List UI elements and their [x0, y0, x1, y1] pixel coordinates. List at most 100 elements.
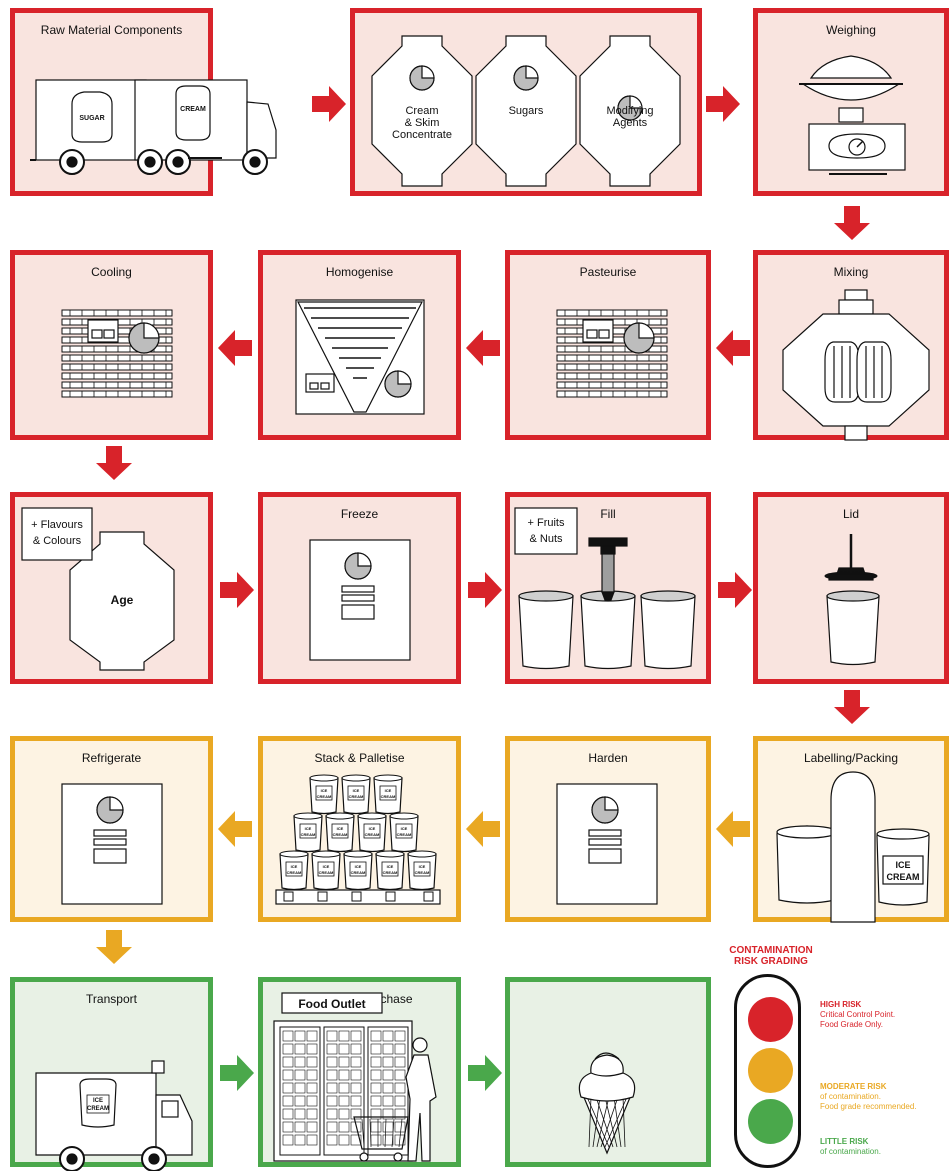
- pack-label: CREAM: [887, 872, 920, 882]
- legend-level-detail: Critical Control Point.: [820, 1010, 896, 1019]
- scale-icon: [799, 55, 906, 175]
- dial-icon: [623, 322, 655, 354]
- step-illustration: Food Outlet: [273, 992, 437, 1162]
- step-illustration: [799, 55, 906, 175]
- step-homogenise: Homogenise: [258, 250, 461, 440]
- note-label: & Colours: [33, 535, 82, 547]
- filler-icon: + Fruits & Nuts: [514, 507, 696, 670]
- flow-arrow-icon: [834, 206, 870, 240]
- flow-arrow-icon: [220, 1055, 254, 1091]
- silo-label: Sugars: [509, 105, 544, 117]
- step-mixing: Mixing: [753, 250, 949, 441]
- silo-label: Cream: [405, 105, 438, 117]
- flow-arrow-icon: [96, 446, 132, 480]
- flow-arrow-icon: [716, 330, 750, 366]
- tub-label: CREAM: [319, 870, 334, 875]
- tub-label: ICE: [321, 788, 328, 793]
- step-illustration: ICECREAMICECREAMICECREAMICECREAMICECREAM…: [275, 774, 441, 905]
- step-consume: [505, 977, 711, 1167]
- legend-level-name: LITTLE RISK: [820, 1137, 869, 1146]
- tub-label: CREAM: [415, 870, 430, 875]
- cabinet-icon: [61, 783, 163, 905]
- step-illustration: ICE CREAM: [776, 771, 930, 923]
- legend-level-detail: Food grade recommended.: [820, 1102, 917, 1111]
- step-title: Labelling/Packing: [804, 751, 898, 765]
- step-title: Stack & Palletise: [314, 751, 404, 765]
- flow-arrow-icon: [716, 811, 750, 847]
- tub-label: CREAM: [301, 832, 316, 837]
- step-title: Fill: [600, 507, 615, 521]
- tub-label: CREAM: [381, 794, 396, 799]
- silo-label: & Skim: [405, 117, 440, 129]
- step-weighing: Weighing: [753, 8, 949, 196]
- cabinet-icon: [556, 783, 658, 905]
- flow-arrow-icon: [220, 572, 254, 608]
- legend-title: CONTAMINATION RISK GRADING: [710, 945, 832, 967]
- legend-level-detail: of contamination.: [820, 1092, 881, 1101]
- dial-icon: [96, 796, 124, 824]
- dial-icon: [409, 65, 435, 91]
- legend-level-detail: Food Grade Only.: [820, 1020, 883, 1029]
- van-label: CREAM: [87, 1106, 109, 1112]
- heat-exchanger-icon: [61, 309, 173, 398]
- tub-label: ICE: [323, 864, 330, 869]
- heat-exchanger-icon: [556, 309, 668, 398]
- silo-label: Modifying: [606, 105, 653, 117]
- step-stack: Stack & PalletiseICECREAMICECREAMICECREA…: [258, 736, 461, 922]
- step-title: Raw Material Components: [41, 23, 182, 37]
- tub-label: CREAM: [333, 832, 348, 837]
- flow-arrow-icon: [96, 930, 132, 964]
- step-frame: [505, 250, 711, 440]
- tub-icon: [640, 590, 696, 670]
- legend-little-risk: LITTLE RISK of contamination.: [820, 1137, 948, 1157]
- legend-level-name: HIGH RISK: [820, 1000, 862, 1009]
- note-label: + Flavours: [31, 519, 83, 531]
- step-illustration: [61, 309, 173, 398]
- step-title: Cooling: [91, 265, 132, 279]
- dial-icon: [128, 322, 160, 354]
- tub-label: ICE: [385, 788, 392, 793]
- pallet-icon: ICECREAMICECREAMICECREAMICECREAMICECREAM…: [275, 774, 441, 905]
- tub-label: ICE: [387, 864, 394, 869]
- silo-icon: Sugars: [475, 35, 577, 187]
- legend-level-name: MODERATE RISK: [820, 1082, 887, 1091]
- step-age: Age+ Flavours& Colours: [10, 492, 213, 684]
- legend-title-line-1: CONTAMINATION: [729, 945, 813, 956]
- tub-label: ICE: [401, 826, 408, 831]
- silo-label: Concentrate: [392, 129, 452, 141]
- pack-label: ICE: [895, 860, 910, 870]
- tub-label: ICE: [291, 864, 298, 869]
- dial-icon: [384, 370, 412, 398]
- flow-arrow-icon: [718, 572, 752, 608]
- step-harden: Harden: [505, 736, 711, 922]
- step-title: Transport: [86, 992, 138, 1006]
- tub-label: ICE: [305, 826, 312, 831]
- step-lid: Lid: [753, 492, 949, 684]
- tub-icon: [826, 590, 880, 666]
- note-label: + Fruits: [528, 517, 565, 529]
- tank-label: CREAM: [180, 106, 206, 113]
- step-illustration: [556, 783, 658, 905]
- step-fill: Fill + Fruits & Nuts: [505, 492, 711, 684]
- legend-moderate-risk: MODERATE RISK of contamination. Food gra…: [820, 1082, 948, 1112]
- tub-label: CREAM: [351, 870, 366, 875]
- step-frame: [10, 250, 213, 440]
- tub-label: ICE: [369, 826, 376, 831]
- tub-label: CREAM: [349, 794, 364, 799]
- flow-arrow-icon: [834, 690, 870, 724]
- tub-label: CREAM: [383, 870, 398, 875]
- note-label: & Nuts: [529, 533, 563, 545]
- tub-label: ICE: [419, 864, 426, 869]
